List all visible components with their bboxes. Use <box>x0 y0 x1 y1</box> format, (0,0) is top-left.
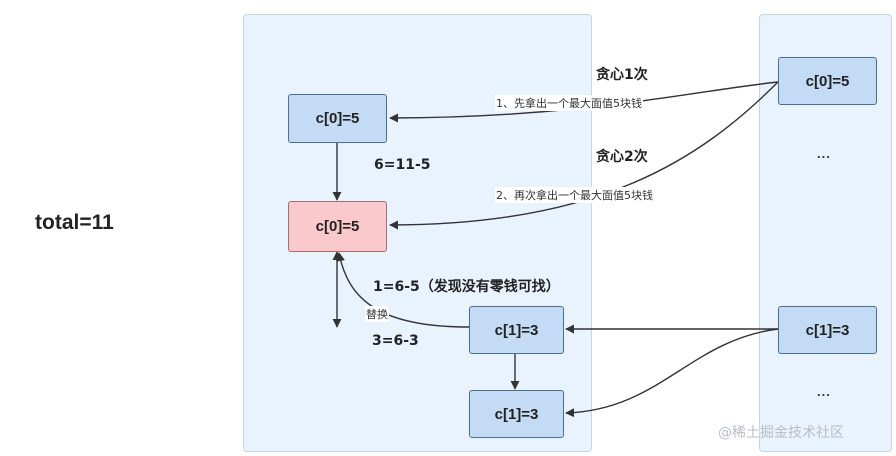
total-label: total=11 <box>35 211 114 234</box>
coin-box-final: c[1]=3 <box>469 390 564 438</box>
coin-box-step2: c[0]=5 <box>288 201 387 252</box>
greedy-1-description: 1、先拿出一个最大面值5块钱 <box>495 95 643 111</box>
ellipsis-bottom: ... <box>817 384 831 399</box>
coin-box-small-denomination: c[1]=3 <box>778 306 877 354</box>
ellipsis-top: ... <box>817 146 831 161</box>
greedy-2-description: 2、再次拿出一个最大面值5块钱 <box>495 187 654 203</box>
coin-box-replace: c[1]=3 <box>469 306 564 354</box>
calc-step-1: 6=11-5 <box>374 157 431 173</box>
greedy-2-label: 贪心2次 <box>596 149 648 165</box>
calc-step-2: 1=6-5（发现没有零钱可找） <box>373 279 560 295</box>
watermark: @稀土掘金技术社区 <box>718 425 844 441</box>
coin-box-step1: c[0]=5 <box>288 94 387 143</box>
greedy-2-arrow <box>389 81 779 230</box>
greedy-1-label: 贪心1次 <box>596 67 648 83</box>
coin-box-large-denomination: c[0]=5 <box>778 57 877 105</box>
replace-label: 替换 <box>365 306 389 322</box>
coin-small-arrow-2 <box>565 328 779 418</box>
calc-step-3: 3=6-3 <box>372 333 419 349</box>
